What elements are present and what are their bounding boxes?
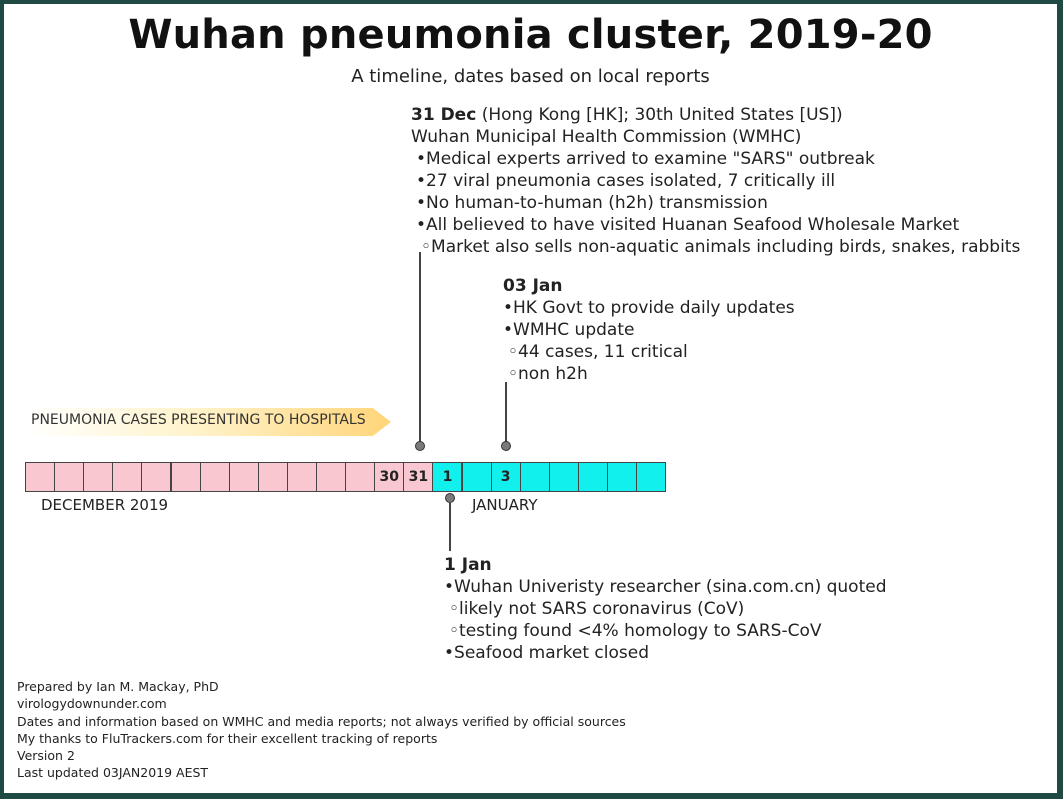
event-sub-bullet: ◦44 cases, 11 critical	[508, 342, 688, 362]
event-bullet: •Seafood market closed	[444, 643, 649, 663]
footer-line: Prepared by Ian M. Mackay, PhD	[17, 679, 219, 694]
page-subtitle: A timeline, dates based on local reports	[351, 66, 710, 87]
connector-jan03	[505, 382, 507, 442]
footer-credits: Prepared by Ian M. Mackay, PhD virologyd…	[17, 678, 626, 782]
timeline-cell-january	[636, 462, 667, 492]
timeline-cell-december	[345, 462, 376, 492]
event-bullet: •No human-to-human (h2h) transmission	[416, 193, 768, 213]
timeline-cell-december: 30	[374, 462, 405, 492]
footer-line: Dates and information based on WMHC and …	[17, 713, 626, 729]
marker-dot-jan01	[445, 493, 455, 503]
event-dec31-date-note: (Hong Kong [HK]; 30th United States [US]…	[481, 105, 843, 125]
marker-dot-dec31	[415, 441, 425, 451]
event-dec31-source: Wuhan Municipal Health Commission (WMHC)	[411, 127, 802, 147]
event-jan03: 03 Jan •HK Govt to provide daily updates…	[503, 275, 795, 385]
event-dec31: 31 Dec (Hong Kong [HK]; 30th United Stat…	[411, 104, 1020, 258]
timeline-cell-december	[112, 462, 143, 492]
footer-line: Last updated 03JAN2019 AEST	[17, 765, 209, 781]
connector-dec31	[419, 252, 421, 442]
timeline-cell-january	[577, 462, 608, 492]
timeline-cell-january: 1	[432, 462, 463, 492]
timeline-cell-december	[25, 462, 56, 492]
timeline-cell-december: 31	[403, 462, 434, 492]
timeline-cell-december	[141, 462, 172, 492]
event-sub-bullet: ◦likely not SARS coronavirus (CoV)	[449, 599, 745, 619]
event-bullet: •All believed to have visited Huanan Sea…	[416, 215, 960, 235]
timeline-cell-december	[54, 462, 85, 492]
event-bullet: •WMHC update	[503, 320, 635, 340]
month-label-january: JANUARY	[472, 496, 538, 514]
month-label-december: DECEMBER 2019	[41, 496, 169, 514]
event-jan03-date: 03 Jan	[503, 276, 563, 296]
timeline-cell-december	[228, 462, 259, 492]
footer-line: Version 2	[17, 748, 75, 764]
page-title: Wuhan pneumonia cluster, 2019-20	[128, 12, 933, 58]
event-bullet: •Wuhan Univeristy researcher (sina.com.c…	[444, 577, 887, 597]
timeline-cell-december	[286, 462, 317, 492]
event-jan01: 1 Jan •Wuhan Univeristy researcher (sina…	[444, 554, 887, 664]
event-sub-bullet: ◦non h2h	[508, 364, 588, 384]
event-jan01-date: 1 Jan	[444, 555, 492, 575]
timeline-cell-december	[83, 462, 114, 492]
event-sub-bullet: ◦testing found <4% homology to SARS-CoV	[449, 621, 822, 641]
band-label: PNEUMONIA CASES PRESENTING TO HOSPITALS	[31, 412, 366, 428]
event-sub-bullet: ◦Market also sells non-aquatic animals i…	[421, 237, 1021, 257]
event-bullet: •HK Govt to provide daily updates	[503, 298, 795, 318]
marker-dot-jan03	[501, 441, 511, 451]
footer-line: virologydownunder.com	[17, 696, 167, 712]
timeline-cell-december	[316, 462, 347, 492]
timeline-cell-december	[170, 462, 201, 492]
event-bullet: •27 viral pneumonia cases isolated, 7 cr…	[416, 171, 836, 191]
footer-line: My thanks to FluTrackers.com for their e…	[17, 730, 438, 746]
timeline-cell-january	[607, 462, 638, 492]
event-bullet: •Medical experts arrived to examine "SAR…	[416, 149, 875, 169]
timeline-card: Wuhan pneumonia cluster, 2019-20 A timel…	[4, 4, 1057, 793]
timeline-cell-january	[548, 462, 579, 492]
timeline-cell-january	[461, 462, 492, 492]
timeline-cell-january: 3	[490, 462, 521, 492]
timeline-cell-january	[519, 462, 550, 492]
pneumonia-cases-arrow	[26, 408, 391, 436]
event-dec31-date: 31 Dec	[411, 105, 477, 125]
timeline-cell-december	[257, 462, 288, 492]
timeline-cell-december	[199, 462, 230, 492]
connector-jan01	[449, 503, 451, 551]
